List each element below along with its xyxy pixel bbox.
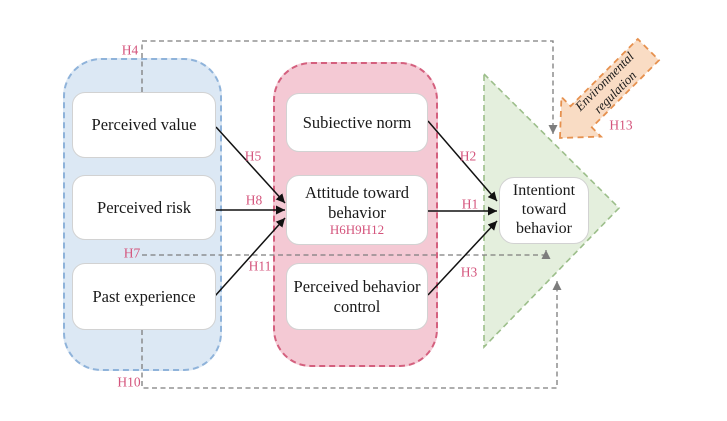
intention-toward-behavior-box: Intentiont toward behavior xyxy=(499,177,589,244)
h7-label: H7 xyxy=(123,245,141,261)
h8-label: H8 xyxy=(245,192,263,208)
h2-label: H2 xyxy=(459,148,477,164)
past-experience-box: Past experience xyxy=(72,263,216,330)
past-experience-label: Past experience xyxy=(92,286,196,306)
h11-arrow xyxy=(214,217,286,297)
h3-arrow xyxy=(427,220,498,296)
subjective-norm-label: Subiective norm xyxy=(302,112,412,132)
h13-label: H13 xyxy=(609,117,633,133)
h11-label: H11 xyxy=(248,258,272,274)
perceived-value-label: Perceived value xyxy=(91,115,197,135)
perceived-behavior-control-label: Perceived behavior control xyxy=(293,277,421,316)
intention-toward-behavior-label: Intentiont toward behavior xyxy=(512,182,576,237)
perceived-risk-label: Perceived risk xyxy=(97,197,191,217)
perceived-behavior-control-box: Perceived behavior control xyxy=(286,263,428,330)
perceived-risk-box: Perceived risk xyxy=(72,175,216,240)
attitude-toward-behavior-box: Attitude toward behavior H6H9H12 xyxy=(286,175,428,245)
perceived-value-box: Perceived value xyxy=(72,92,216,158)
attitude-hypotheses-label: H6H9H12 xyxy=(329,222,385,238)
h2-arrow xyxy=(427,120,498,202)
h4-moderation-path xyxy=(141,40,558,134)
h10-label: H10 xyxy=(117,374,141,390)
h7-direct-path xyxy=(142,250,551,259)
h4-label: H4 xyxy=(121,42,139,58)
h1-label: H1 xyxy=(461,196,479,212)
h10-direct-path xyxy=(141,281,562,389)
attitude-toward-behavior-label: Attitude toward behavior xyxy=(304,183,410,222)
h5-label: H5 xyxy=(244,148,262,164)
h5-arrow xyxy=(215,126,286,204)
h3-label: H3 xyxy=(460,264,478,280)
subjective-norm-box: Subiective norm xyxy=(286,93,428,152)
environmental-regulation-arrow-shape xyxy=(559,37,661,139)
